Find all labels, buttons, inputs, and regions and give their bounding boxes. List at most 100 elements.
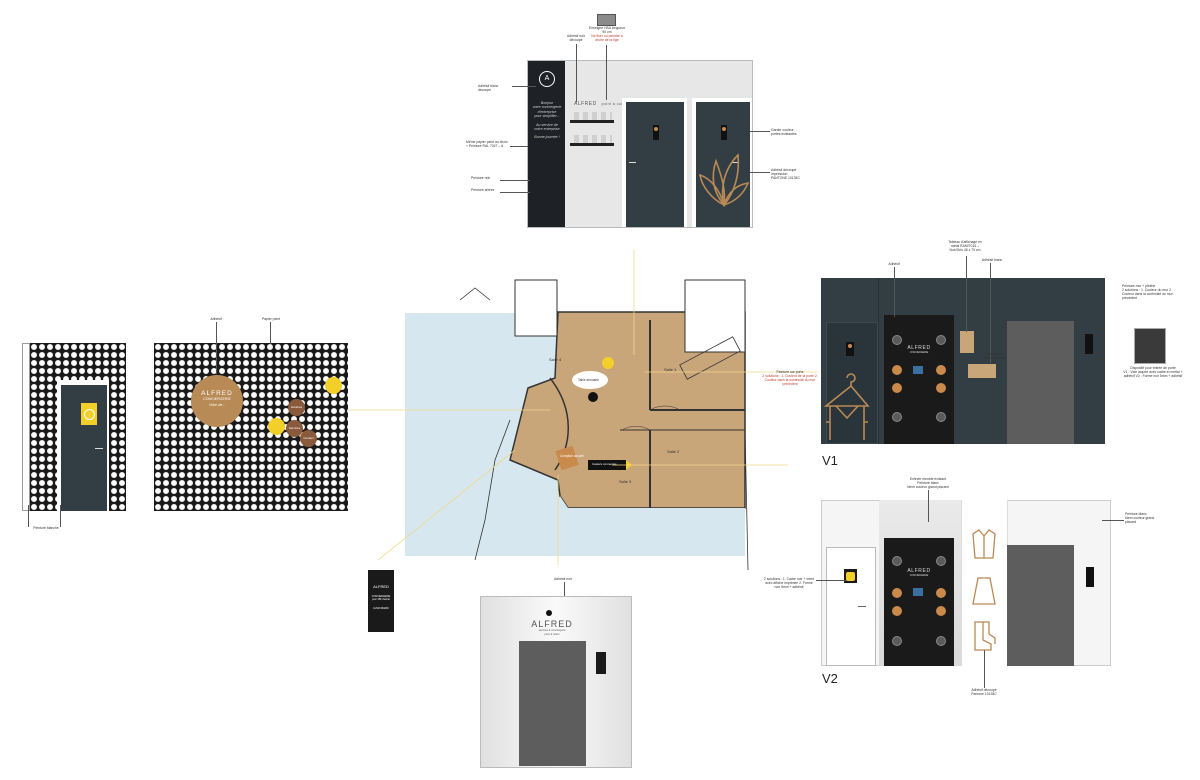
leader-line [990,263,991,363]
brand-name: ALFRED [907,568,931,574]
skirt-icon [972,577,996,605]
script-text: Bonjour votre conciergerie d'entreprise … [531,101,563,140]
locker-door-icon [936,383,946,393]
label-adhesif-decoupe: Adhésif découpé impression PANTONE 10135… [771,168,800,180]
label-text: Pantone 10135C [971,692,997,696]
locker-door-icon [892,412,902,422]
casier-label: Casiers connectés [592,462,617,466]
v1-title: V1 [822,453,838,468]
label-text: Dispositif pour entrée de porte [1130,366,1176,370]
label-papier-peint: Papier peint [261,317,281,321]
locker-door-icon [892,556,902,566]
script-line: Bonjour [540,101,554,105]
bottom-brand: ALFRED services & conciergerie point à r… [522,619,582,636]
locker-door-icon [936,588,946,598]
label-peinture-blanc-right: Peinture blanc Idem couleur grand placar… [1125,512,1165,524]
label-text: Peinture sur porte [776,370,804,374]
v2-title: V2 [822,671,838,686]
room-label: Salle 3 [619,479,632,484]
bottom-intercom [596,652,606,674]
script-line: Au service de [536,122,558,127]
enseigne-thumbnail [597,14,616,26]
label-enlever: Enlever meuble existant Peinture blanc I… [906,477,950,489]
comptoir-label: Comptoir accueil [560,454,584,458]
label-text: Présentoir [986,352,1002,356]
label-text: Enseigne HSA longueur 90 cm [589,26,626,34]
label-text: Idem couleur grand placard [907,485,949,489]
brand-sub2: point à retirer [544,633,560,636]
leader-line [500,180,530,181]
locker-door-icon [936,556,946,566]
locker-door-icon [892,636,902,646]
black-panel [528,61,565,227]
door-sign [721,125,727,140]
v2-door-right [1007,545,1074,666]
brand-name: ALFRED [574,101,597,107]
floor-plan [459,279,749,570]
logo-circle-icon: A [539,71,555,87]
leader-line [750,131,770,132]
label-opts: 2 solutions : 1. Couleur du mur 2. Coule… [1122,288,1173,300]
locker-door-icon [936,606,946,616]
label-adhesif-blanc: Adhésif blanc découpé [478,84,499,92]
brand-name: ALFRED [531,619,573,629]
badge-yellow [268,418,285,435]
flyer: ALFRED CONCIERGERIE pour 25€ d'achat LUN… [368,570,394,632]
jacket-icon [972,529,996,559]
script-line: d'entreprise [537,109,557,114]
badge-brown: Services [286,420,303,437]
label-peinture-noir: Peinture noir [471,176,491,180]
label-adhesif: Adhésif [210,317,222,321]
locker-door-icon [892,606,902,616]
label-peinture-mur: Peinture mur + plinthe 2 solutions : 1. … [1122,284,1178,300]
label-text: Enlever meuble existant [909,477,947,481]
script-line: pour simplifier... [534,114,560,119]
v1-device [1134,328,1166,364]
leader-line [500,192,530,193]
v1-door-right [1007,321,1074,444]
locker-screen [913,366,923,374]
brand-circle: ALFRED CONCIERGERIE Votre vie... [191,375,243,427]
room-label: Salle 1 [664,367,677,372]
leader-line [966,256,967,332]
leader-line [984,650,985,688]
label-adhesif-noir: Adhésif noir découpé [567,34,585,42]
top-elevation: A Bonjour votre conciergerie d'entrepris… [527,60,753,228]
locker-door-icon [936,365,946,375]
badge-brown: Horaires [288,399,305,416]
v1-board [960,331,974,353]
label-adhesif-noir: Adhésif noir [554,577,572,581]
label-peinture-arbres: Peinture arbres [471,188,495,192]
label-adhesif-blanc: Adhésif blanc [981,258,1003,262]
v2-door-left [826,547,876,666]
brand-sub: services & conciergerie [538,629,566,632]
door-left [626,102,684,227]
locker-door-icon [936,335,946,345]
leader-line [576,44,577,102]
door-handle [629,162,636,164]
label-peinture-blanche: Peinture blanche [33,526,59,530]
label-opts: V1 : Vide laquée avec cadre en métal + a… [1123,370,1183,378]
leader-line [512,86,536,87]
script-line: Bonne journée ! [534,135,560,140]
locker-door-icon [892,365,902,375]
locker-door-icon [892,335,902,345]
script-line: notre entreprise [534,127,560,132]
v2-sign-yellow [844,569,857,583]
leader-line [28,505,29,527]
door-handle [858,606,866,608]
door-sign-yellow [81,403,97,425]
hanger-icon [823,373,870,440]
badge-yellow [325,377,342,394]
brand-line: Votre vie... [208,403,226,407]
brand-sub: CONCIERGERIE [203,397,231,401]
leader-line [270,322,271,344]
label-presentoir: Présentoir Porte brochure A4 [981,352,1007,364]
shelf-bottom [570,143,614,146]
leader-line [510,146,528,147]
door-sign [653,125,659,140]
bottom-door [519,641,586,766]
shelf-top [570,120,614,123]
badge-brown: Contact [300,430,317,447]
